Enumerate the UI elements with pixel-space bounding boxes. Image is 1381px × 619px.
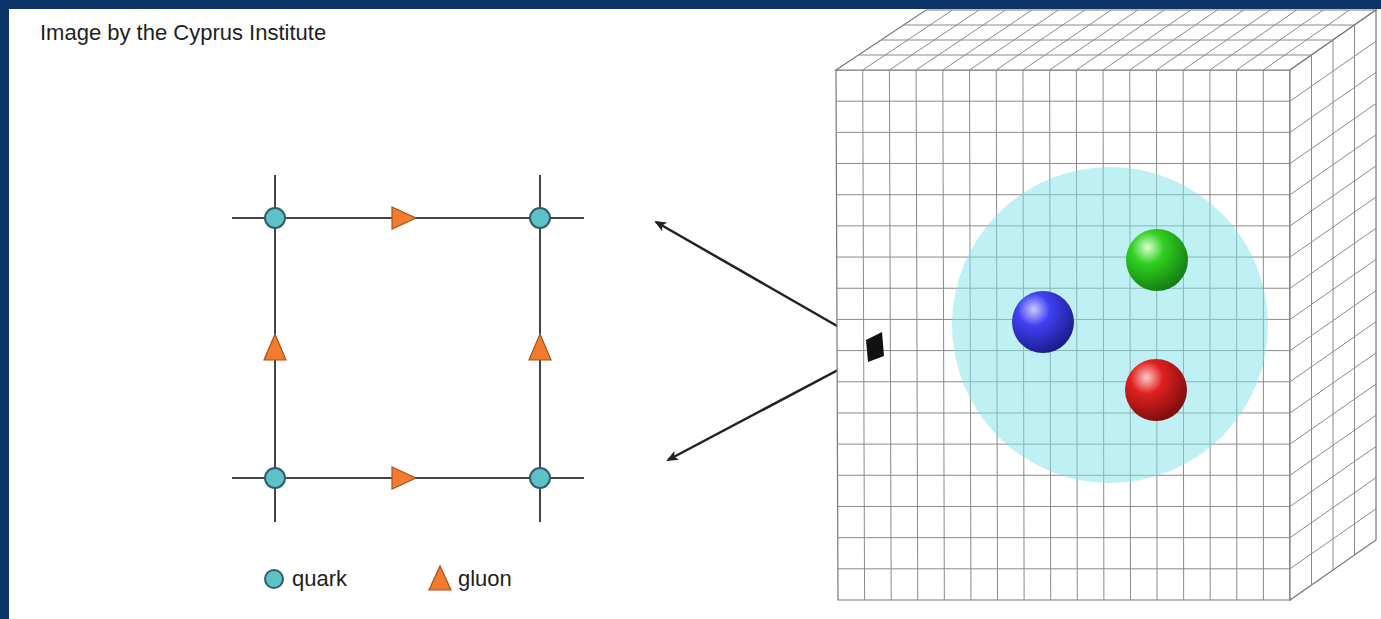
- quark-symbols: [265, 208, 550, 488]
- grid-line: [836, 163, 1290, 164]
- grid-line: [1237, 10, 1323, 70]
- grid-line: [1333, 40, 1334, 570]
- grid-line: [1183, 10, 1270, 70]
- grid-line: [1290, 72, 1376, 132]
- grid-line: [1290, 478, 1376, 538]
- grid-line: [1290, 322, 1376, 382]
- grid-line: [996, 10, 1085, 70]
- gluon-legend-sample: [429, 566, 451, 590]
- grid-line: [1263, 10, 1349, 70]
- grid-line: [916, 70, 918, 600]
- grid-line: [1290, 41, 1376, 101]
- grid-line: [836, 101, 1290, 102]
- grid-line: [1290, 228, 1376, 288]
- grid-line: [943, 10, 1032, 70]
- grid-line: [838, 506, 1290, 507]
- grid-line: [1290, 353, 1376, 413]
- zoom-marker: [866, 332, 884, 362]
- grid-line: [838, 568, 1290, 569]
- grid-line: [904, 25, 1355, 26]
- grid-line: [1290, 104, 1376, 164]
- grid-line: [970, 10, 1059, 70]
- grid-line: [859, 55, 1312, 56]
- grid-line: [838, 537, 1290, 538]
- green-quark: [1126, 229, 1188, 291]
- red-quark: [1125, 359, 1187, 421]
- grid-line: [1076, 10, 1164, 70]
- grid-line: [889, 70, 891, 600]
- gluon-symbols: [264, 207, 551, 489]
- grid-line: [943, 70, 945, 600]
- grid-line: [1354, 25, 1355, 555]
- grid-line: [1050, 10, 1138, 70]
- grid-line: [881, 40, 1333, 41]
- grid-line: [1290, 446, 1376, 506]
- legend-text: quark: [292, 566, 347, 592]
- grid-line: [1290, 291, 1376, 351]
- grid-line: [863, 10, 953, 70]
- grid-line: [889, 10, 979, 70]
- grid-line: [1290, 197, 1376, 257]
- grid-line: [1023, 10, 1111, 70]
- grid-line: [836, 132, 1290, 133]
- grid-line: [1290, 384, 1376, 444]
- proton-sphere: [952, 167, 1268, 483]
- grid-line: [1156, 10, 1243, 70]
- grid-line: [1103, 10, 1191, 70]
- grid-line: [863, 70, 865, 600]
- lattice-cube: [836, 10, 1376, 600]
- grid-line: [1290, 135, 1376, 195]
- credit-text: Image by the Cyprus Institute: [40, 20, 326, 46]
- legend-text: gluon: [458, 566, 512, 592]
- grid-line: [1290, 415, 1376, 475]
- blue-quark: [1012, 291, 1074, 353]
- lattice-lines: [232, 175, 584, 522]
- grid-line: [1290, 259, 1376, 319]
- grid-line: [1311, 55, 1312, 585]
- quark-legend-sample: [265, 570, 283, 588]
- grid-line: [916, 10, 1005, 70]
- grid-line: [1130, 10, 1217, 70]
- grid-line: [1290, 509, 1376, 569]
- grid-line: [1210, 10, 1297, 70]
- grid-line: [1290, 166, 1376, 226]
